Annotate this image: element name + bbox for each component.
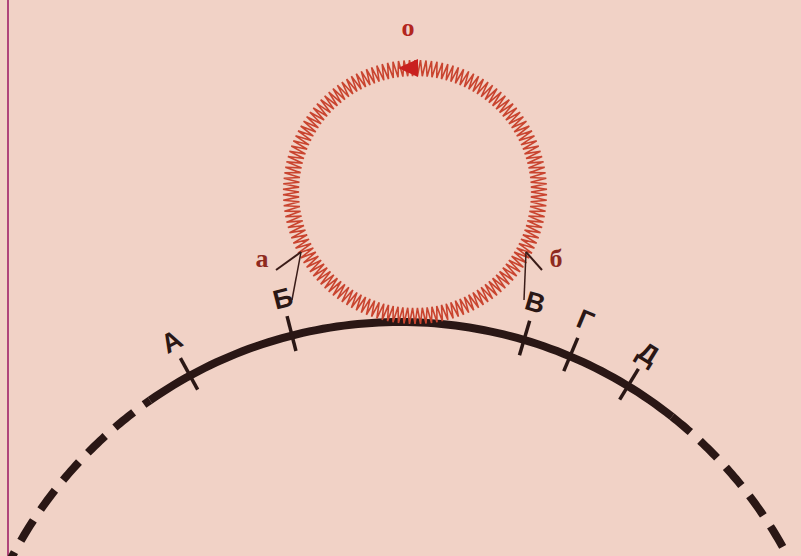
point-letter: б xyxy=(550,246,563,272)
zigzag-ring xyxy=(283,60,547,324)
plasmid-ring xyxy=(276,59,547,324)
locus-tick xyxy=(564,338,578,371)
leader-line xyxy=(526,252,542,270)
locus-tick xyxy=(287,316,296,351)
frame-edge xyxy=(7,0,9,556)
locus-tick xyxy=(519,321,529,356)
chromosome-arc xyxy=(0,316,801,556)
direction-arrow xyxy=(398,59,418,77)
arc-dashed xyxy=(0,400,150,556)
leader-line xyxy=(276,252,301,270)
arc-solid xyxy=(150,322,672,417)
joining-line xyxy=(524,252,526,300)
arc-dashed xyxy=(672,417,801,556)
point-letter: а xyxy=(256,246,269,272)
locus-tick xyxy=(620,369,639,400)
point-letter: о xyxy=(402,15,415,41)
locus-tick xyxy=(180,358,197,390)
joining-line xyxy=(292,252,301,300)
